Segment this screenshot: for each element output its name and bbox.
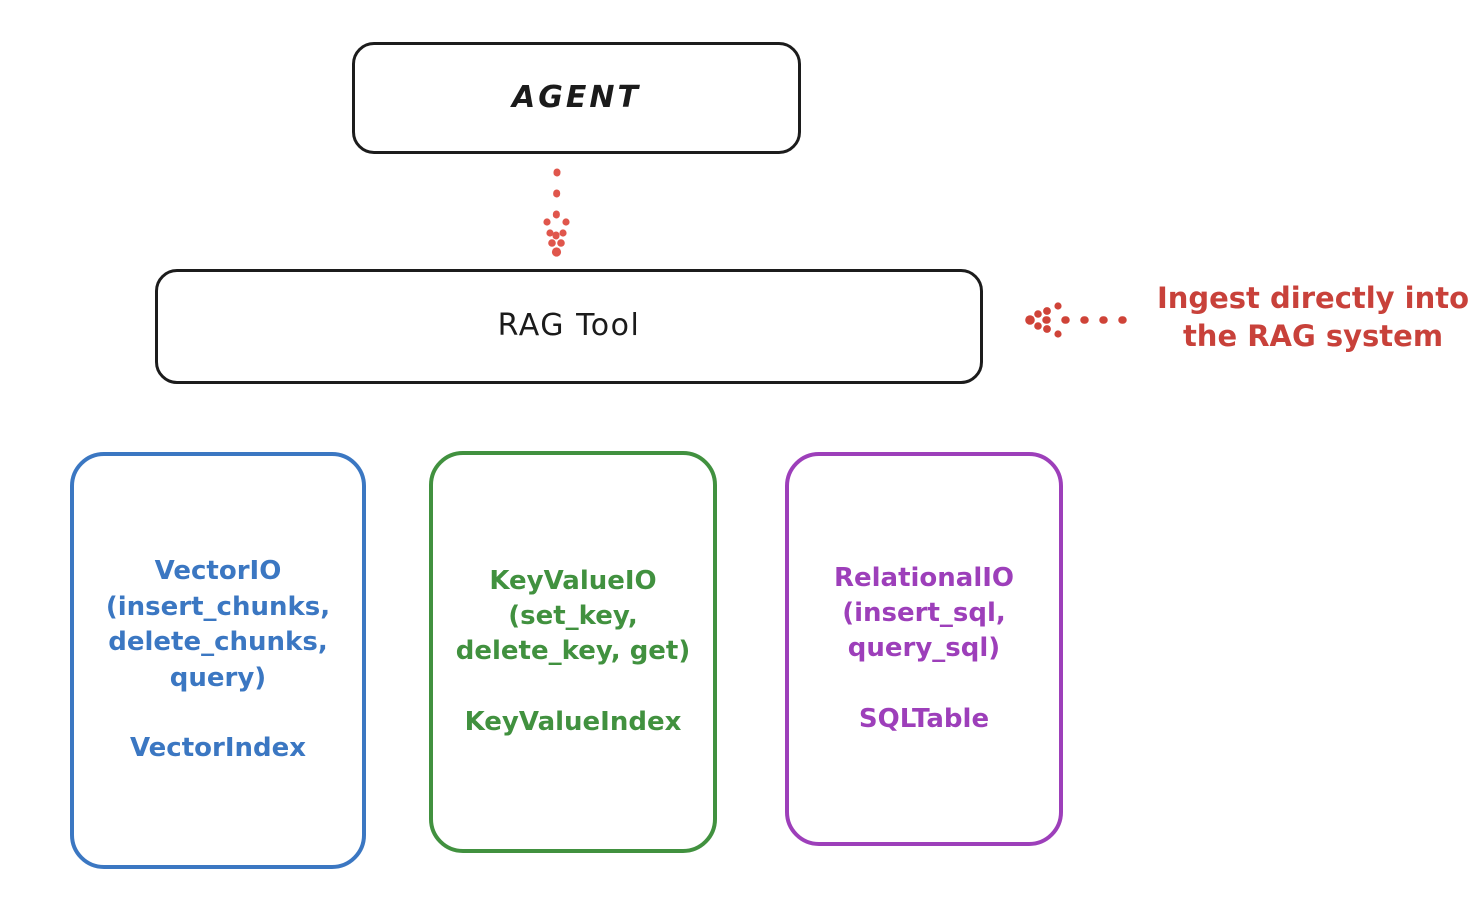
vector-io-node-label: VectorIO (insert_chunks, delete_chunks, … (105, 556, 331, 764)
ingest-arrow (1025, 302, 1131, 338)
vector-io-node[interactable]: VectorIO (insert_chunks, delete_chunks, … (70, 452, 366, 869)
relational-io-node[interactable]: RelationalIO (insert_sql, query_sql) SQL… (785, 452, 1063, 846)
key-value-io-node[interactable]: KeyValueIO (set_key, delete_key, get) Ke… (429, 451, 717, 853)
rag-tool-node-label: RAG Tool (497, 308, 641, 344)
agent-node[interactable]: AGENT (352, 42, 801, 154)
relational-io-node-label: RelationalIO (insert_sql, query_sql) SQL… (833, 562, 1015, 735)
ingest-annotation-text: Ingest directly into the RAG system (1156, 281, 1470, 354)
rag-tool-node[interactable]: RAG Tool (155, 269, 983, 384)
key-value-io-node-label: KeyValueIO (set_key, delete_key, get) Ke… (455, 565, 691, 738)
agent-to-rag-tool-arrow (543, 168, 570, 257)
agent-node-label: AGENT (512, 79, 641, 115)
